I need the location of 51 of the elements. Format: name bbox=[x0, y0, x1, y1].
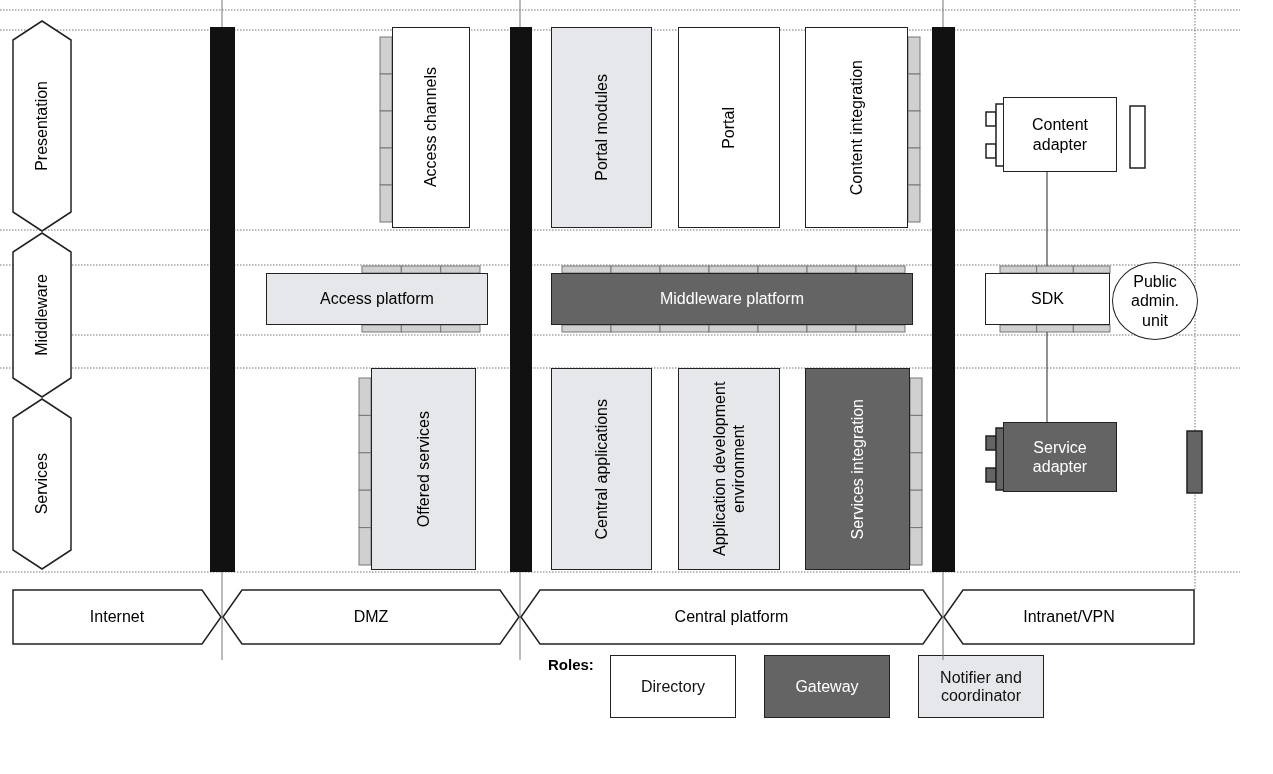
node-label: Middleware bbox=[32, 274, 52, 356]
component-box bbox=[371, 368, 476, 570]
component-box bbox=[1003, 97, 1117, 172]
node-label: SDK bbox=[1031, 289, 1064, 309]
node-label: Content integration bbox=[846, 59, 866, 196]
layer-hexagon bbox=[12, 232, 72, 398]
node-label: Offered services bbox=[413, 410, 433, 528]
connector-line bbox=[1046, 171, 1048, 267]
node-label: Intranet/VPN bbox=[1023, 607, 1115, 627]
node-label: Services integration bbox=[847, 398, 867, 540]
component-box bbox=[985, 273, 1110, 325]
legend-text: Gateway bbox=[795, 677, 859, 696]
node-label: Portal modules bbox=[591, 74, 611, 181]
unit-ellipse bbox=[1112, 262, 1198, 340]
layer-hexagon bbox=[12, 20, 72, 232]
component-box bbox=[551, 27, 652, 228]
component-box bbox=[805, 27, 908, 228]
node-label: Services bbox=[32, 453, 52, 515]
component-box bbox=[551, 273, 913, 325]
zone-arrow-shape bbox=[520, 589, 943, 645]
node-label: DMZ bbox=[353, 607, 389, 627]
node-label: Service adapter bbox=[1031, 437, 1089, 477]
node-label: Internet bbox=[89, 607, 145, 627]
node-label: Presentation bbox=[32, 81, 52, 171]
firewall-bar bbox=[510, 27, 532, 572]
component-box bbox=[551, 368, 652, 570]
node-label: Portal bbox=[719, 106, 739, 149]
component-box bbox=[266, 273, 488, 325]
component-box bbox=[678, 368, 780, 570]
node-label: Content adapter bbox=[1030, 115, 1089, 154]
firewall-bar bbox=[932, 27, 955, 572]
node-label: Central applications bbox=[591, 398, 611, 540]
node-label: Middleware platform bbox=[659, 289, 805, 309]
node-label: Application development environment bbox=[709, 380, 748, 559]
zone-arrow-shape bbox=[12, 589, 222, 645]
node-label: Access channels bbox=[421, 67, 441, 188]
node-label: Central platform bbox=[674, 607, 789, 627]
zone-arrow-shape bbox=[222, 589, 520, 645]
legend-text: Directory bbox=[641, 677, 705, 696]
firewall-bar bbox=[210, 27, 235, 572]
zone-arrow-shape bbox=[943, 589, 1195, 645]
component-box bbox=[678, 27, 780, 228]
node-label: Access platform bbox=[320, 289, 434, 309]
node-label: Public admin. unit bbox=[1130, 272, 1180, 330]
connector-line bbox=[1046, 331, 1048, 423]
legend-heading: Roles: bbox=[548, 656, 594, 673]
component-box bbox=[805, 368, 910, 570]
legend-text: Notifier and coordinator bbox=[939, 668, 1023, 705]
component-box bbox=[1003, 422, 1117, 492]
layer-hexagon bbox=[12, 398, 72, 570]
component-box bbox=[392, 27, 470, 228]
